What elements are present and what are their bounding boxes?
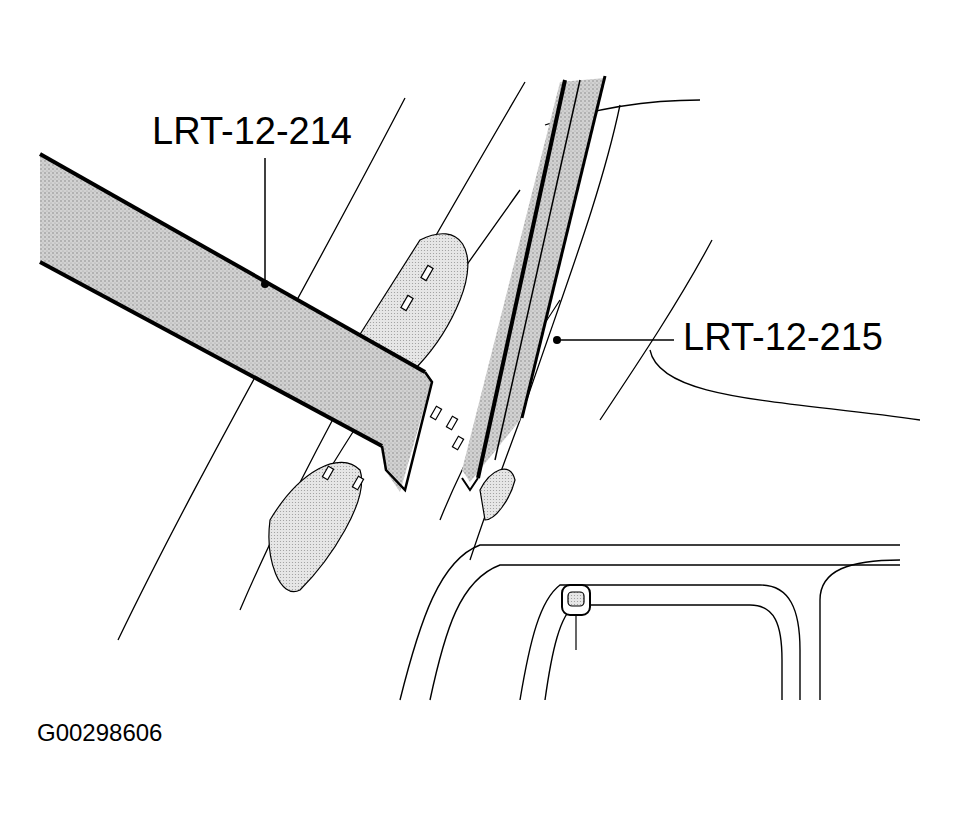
trim-tool-215 xyxy=(462,76,605,490)
leader-line xyxy=(264,158,266,282)
window-frame xyxy=(400,545,900,700)
leader-dot xyxy=(261,280,269,288)
leader-lines xyxy=(261,158,674,344)
door-clip xyxy=(562,585,590,650)
headliner-edge xyxy=(650,350,920,420)
tool-callout: LRT-12-215 xyxy=(683,318,883,356)
tool-callout: LRT-12-214 xyxy=(152,112,352,150)
frame-line xyxy=(820,560,900,700)
frame-line xyxy=(400,545,900,700)
figure-id: G00298606 xyxy=(37,721,162,745)
trim-panel xyxy=(269,462,362,591)
frame-line xyxy=(545,605,782,700)
clip xyxy=(480,469,515,520)
trim-tool-214 xyxy=(40,154,432,492)
leader-line xyxy=(557,339,674,341)
leader-dot xyxy=(553,336,561,344)
frame-line xyxy=(520,585,800,700)
frame-line xyxy=(430,565,900,700)
